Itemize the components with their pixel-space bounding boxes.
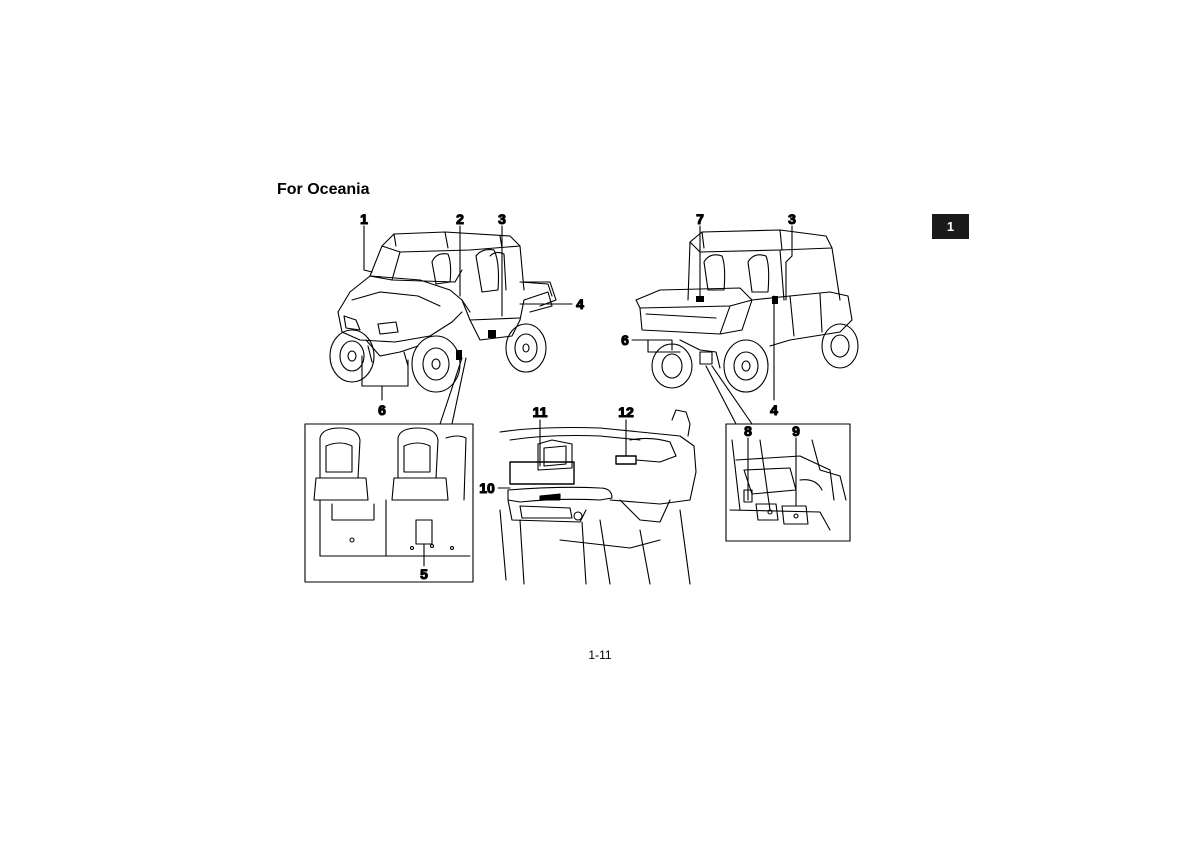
section-tab: 1 <box>932 214 969 239</box>
callout-6-rear: 6 <box>621 332 629 348</box>
seat-inset-panel <box>304 423 474 583</box>
vehicle-front-view <box>329 231 557 393</box>
page-number: 1-11 <box>588 648 612 662</box>
callout-6-front: 6 <box>378 402 386 418</box>
dashboard-inset <box>499 409 697 585</box>
callout-10: 10 <box>479 480 495 496</box>
callout-2: 2 <box>456 211 464 227</box>
vehicle-rear-view <box>635 229 859 393</box>
callout-7: 7 <box>696 211 704 227</box>
callout-11: 11 <box>533 404 548 420</box>
callout-8: 8 <box>744 423 752 439</box>
callout-4-front: 4 <box>576 296 584 312</box>
callout-9: 9 <box>792 423 800 439</box>
callout-5: 5 <box>420 566 428 582</box>
callout-4-rear: 4 <box>770 402 778 418</box>
section-heading: For Oceania <box>277 181 370 198</box>
hitch-inset-panel <box>725 423 851 542</box>
callout-3-rear: 3 <box>788 211 796 227</box>
callout-12: 12 <box>618 404 634 420</box>
callout-3-front: 3 <box>498 211 506 227</box>
callout-1: 1 <box>360 211 368 227</box>
